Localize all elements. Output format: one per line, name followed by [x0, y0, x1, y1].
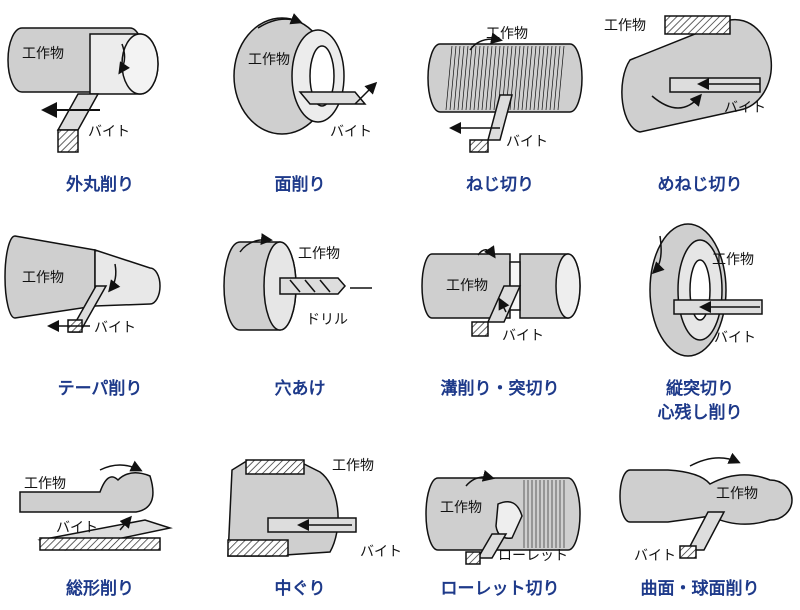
- label-drill: ドリル: [306, 312, 348, 328]
- label-tool-2: バイト: [330, 124, 372, 140]
- caption-face-grooving: 縦突切り: [666, 379, 734, 399]
- thread-line: [545, 45, 553, 111]
- caption-core-leaving: 心残し削り: [657, 403, 743, 423]
- label-workpiece-9: 工作物: [24, 476, 66, 492]
- caption-contour-turning: 曲面・球面削り: [640, 579, 760, 599]
- thread-line: [525, 45, 533, 111]
- figure-grooving-parting: [421, 245, 581, 337]
- caption-drilling: 穴あけ: [274, 379, 326, 399]
- caption-facing: 面削り: [274, 175, 326, 195]
- figure-internal-threading: [621, 15, 773, 133]
- thread-line: [445, 45, 453, 111]
- caption-form-turning: 総形削り: [66, 579, 134, 599]
- label-workpiece-8: 工作物: [712, 252, 754, 268]
- figure-form-turning: [19, 460, 173, 551]
- figure-outer-turning: [7, 27, 159, 153]
- figure-boring: [227, 459, 357, 557]
- thread-line: [449, 45, 457, 111]
- thread-line: [517, 45, 525, 111]
- label-knurl: ローレット: [498, 548, 568, 564]
- label-tool-7: バイト: [502, 328, 544, 344]
- label-workpiece-10: 工作物: [332, 458, 374, 474]
- figure-contour-turning: [619, 452, 793, 559]
- thread-line: [557, 45, 565, 111]
- label-workpiece-5: 工作物: [22, 270, 64, 286]
- thread-line: [453, 45, 461, 111]
- thread-line: [529, 45, 537, 111]
- thread-line: [533, 45, 541, 111]
- thread-line: [521, 45, 529, 111]
- caption-grooving-parting: 溝削り・突切り: [440, 379, 560, 399]
- label-tool-5: バイト: [94, 320, 136, 336]
- thread-line: [457, 45, 465, 111]
- label-tool-4: バイト: [724, 100, 766, 116]
- label-tool-12: バイト: [634, 548, 676, 564]
- caption-taper-turning: テーパ削り: [57, 379, 143, 399]
- label-tool-3: バイト: [506, 134, 548, 150]
- label-workpiece-1: 工作物: [22, 46, 64, 62]
- thread-line: [513, 45, 521, 111]
- figure-drilling: [223, 233, 372, 331]
- thread-line: [549, 45, 557, 111]
- caption-outer-turning: 外丸削り: [66, 175, 134, 195]
- caption-threading: ねじ切り: [466, 175, 534, 195]
- caption-knurling: ローレット切り: [440, 579, 560, 599]
- thread-line: [469, 45, 477, 111]
- label-workpiece-4: 工作物: [604, 18, 646, 34]
- thread-line: [489, 45, 497, 111]
- figure-face-grooving: [649, 223, 763, 357]
- label-workpiece-7: 工作物: [446, 278, 488, 294]
- label-workpiece-2: 工作物: [248, 52, 290, 68]
- figure-labels: 工作物 バイト 工作物 バイト 工作物 バイト 工作物 バイト 工作物 バイト …: [22, 18, 766, 564]
- thread-line: [537, 45, 545, 111]
- figure-threading: [427, 32, 583, 153]
- figure-facing: [233, 13, 378, 135]
- figure-taper-turning: [4, 235, 161, 333]
- label-workpiece-3: 工作物: [486, 26, 528, 42]
- thread-line: [553, 45, 561, 111]
- figure-knurling: [425, 469, 581, 565]
- label-workpiece-12: 工作物: [716, 486, 758, 502]
- label-tool-1: バイト: [88, 124, 130, 140]
- label-tool-8: バイト: [714, 330, 756, 346]
- label-tool-9: バイト: [56, 520, 98, 536]
- thread-line: [465, 45, 473, 111]
- thread-line: [485, 45, 493, 111]
- label-workpiece-6: 工作物: [298, 246, 340, 262]
- thread-line: [477, 45, 485, 111]
- label-tool-10: バイト: [360, 544, 402, 560]
- thread-line: [473, 45, 481, 111]
- thread-line: [481, 45, 489, 111]
- caption-boring: 中ぐり: [274, 579, 326, 599]
- thread-line: [461, 45, 469, 111]
- thread-line: [541, 45, 549, 111]
- thread-line: [493, 45, 501, 111]
- label-workpiece-11: 工作物: [440, 500, 482, 516]
- caption-internal-threading: めねじ切り: [657, 175, 743, 195]
